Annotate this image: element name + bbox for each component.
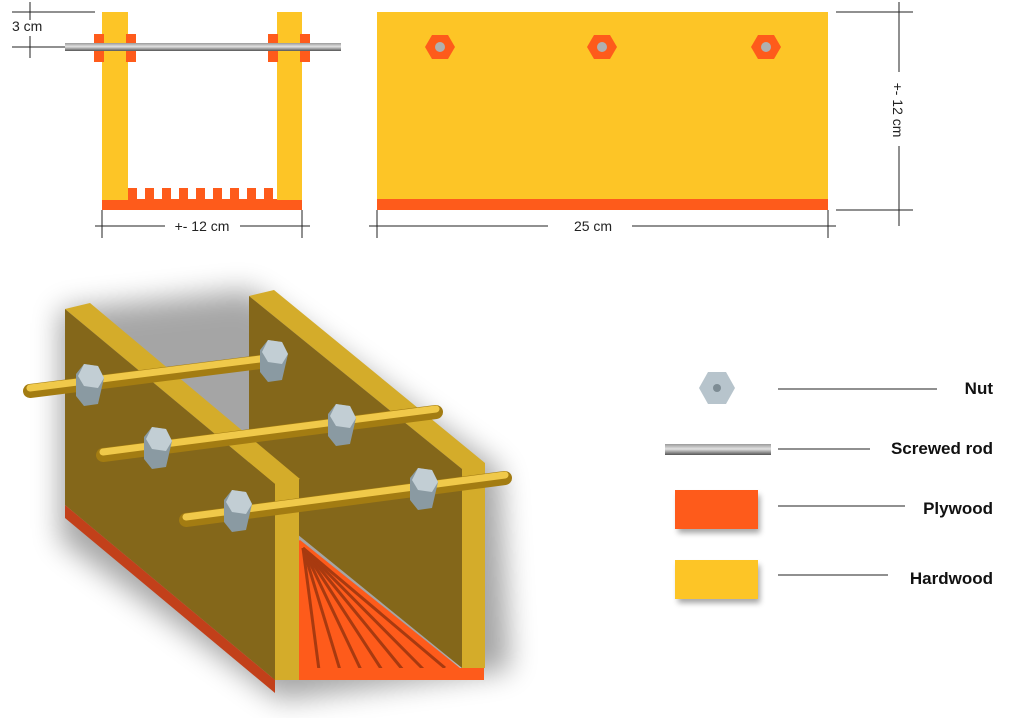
side-length-label: 25 cm (574, 218, 612, 234)
iso-back-wall-face (249, 296, 462, 668)
iso-front-wall-plywood (65, 505, 275, 693)
legend-label-plywood: Plywood (923, 499, 993, 518)
side-height-dimension (836, 2, 913, 226)
side-nut-1 (425, 35, 455, 59)
screwed-rod-icon (665, 444, 771, 455)
front-plywood-teeth (128, 188, 273, 200)
front-width-label: +- 12 cm (175, 218, 230, 234)
iso-back-wall-edge (462, 463, 485, 668)
front-left-wall (102, 12, 128, 200)
front-right-wall (277, 12, 302, 200)
iso-plywood-slats (301, 546, 446, 672)
hardwood-swatch (675, 560, 758, 599)
iso-nut (224, 490, 252, 532)
iso-nut (410, 468, 438, 510)
iso-front-wall-face (65, 309, 275, 680)
iso-nut (76, 364, 104, 406)
iso-nut (328, 404, 356, 446)
legend: Nut Screwed rod Plywood Hardwood (665, 372, 993, 603)
side-view: 25 cm +- 12 cm (369, 2, 913, 238)
rod-offset-label: 3 cm (12, 18, 42, 34)
legend-item-plywood: Plywood (675, 490, 993, 533)
iso-floor-front-edge (272, 668, 484, 680)
side-height-label: +- 12 cm (890, 83, 906, 138)
legend-label-screwed-rod: Screwed rod (891, 439, 993, 458)
plywood-swatch (675, 490, 758, 529)
front-width-dimension (95, 210, 310, 238)
legend-label-nut: Nut (965, 379, 994, 398)
legend-item-nut: Nut (699, 372, 993, 404)
side-nut-3 (751, 35, 781, 59)
front-plywood-base (102, 199, 302, 210)
front-view: 3 cm +- 12 cm (12, 2, 341, 238)
legend-item-hardwood: Hardwood (675, 560, 993, 603)
iso-back-wall-top (249, 290, 485, 469)
iso-nut (144, 427, 172, 469)
iso-nut (260, 340, 288, 382)
legend-label-hardwood: Hardwood (910, 569, 993, 588)
legend-item-screwed-rod: Screwed rod (665, 439, 993, 458)
nut-icon (699, 372, 735, 404)
front-screwed-rod (65, 43, 341, 51)
side-nut-2 (587, 35, 617, 59)
side-plywood-strip (377, 199, 828, 210)
side-length-dimension (369, 210, 836, 238)
rod-offset-dimension (12, 2, 95, 58)
isometric-view (23, 290, 512, 700)
iso-rod-1 (23, 354, 275, 398)
